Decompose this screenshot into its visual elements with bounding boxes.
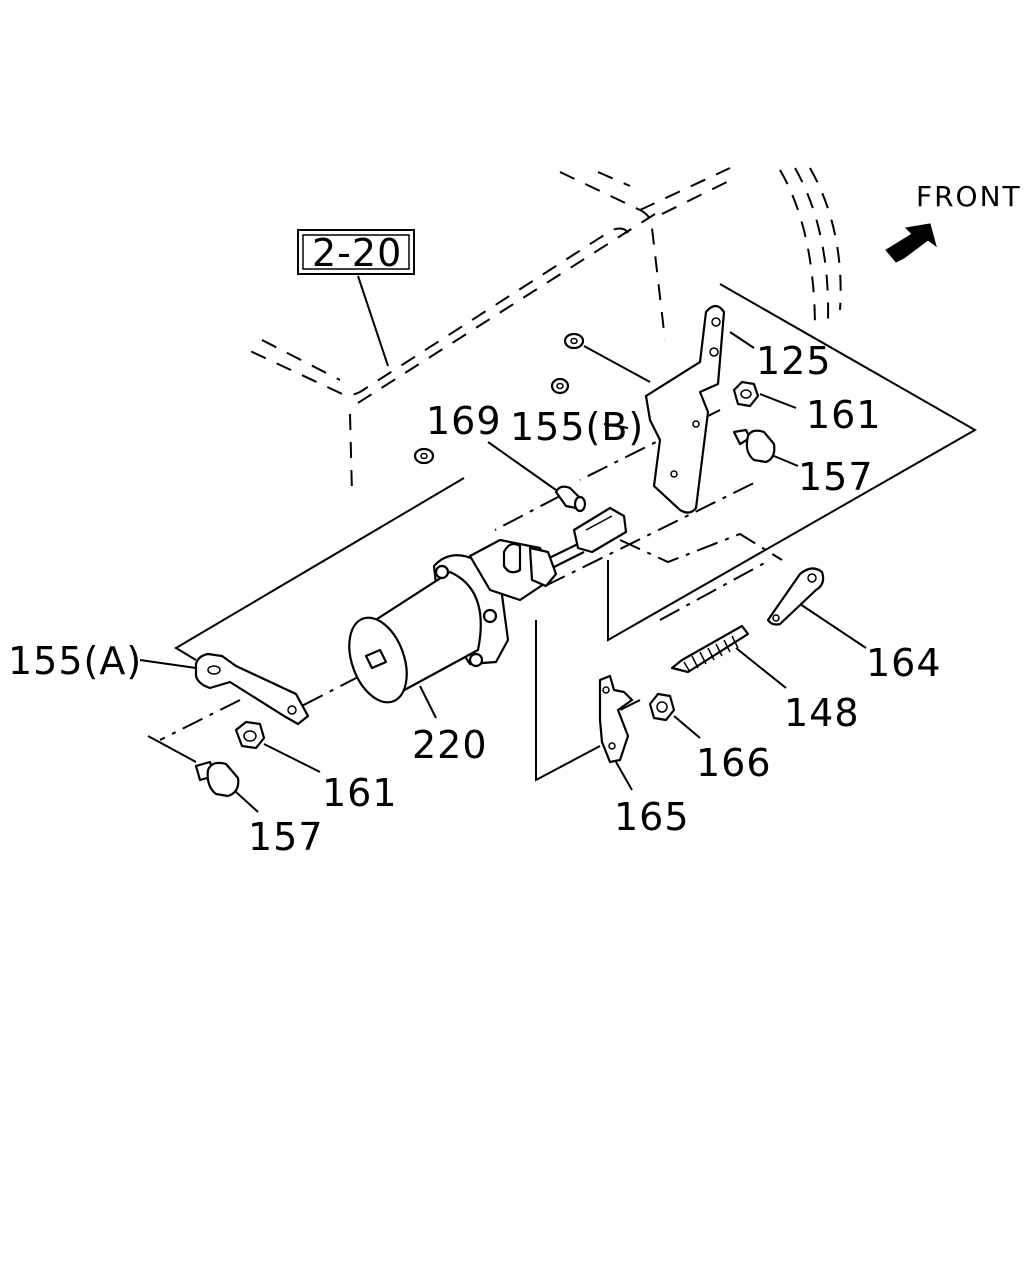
bracket-165 <box>598 674 634 791</box>
booster-cylinder-220 <box>348 538 558 719</box>
callout-164: 164 <box>866 641 942 685</box>
bracket-125 <box>603 304 755 514</box>
callout-161-top: 161 <box>806 393 882 437</box>
pin-169 <box>487 441 587 513</box>
bolt-157-bottom <box>194 760 259 813</box>
callout-161-bottom: 161 <box>322 771 398 815</box>
front-label: FRONT <box>916 180 1022 213</box>
lever-164 <box>766 567 867 649</box>
callout-148: 148 <box>784 691 860 735</box>
reference-box: 2-20 <box>297 229 415 367</box>
bracket-155a <box>139 652 310 726</box>
arrow-icon <box>885 223 937 263</box>
washer-icon <box>563 332 585 350</box>
callout-155a: 155(A) <box>8 639 142 683</box>
callout-155b: 155(B) <box>510 405 644 449</box>
front-indicator: FRONT <box>885 180 1022 263</box>
callout-157-top: 157 <box>798 455 874 499</box>
spring-148 <box>670 624 787 689</box>
callout-165: 165 <box>614 795 690 839</box>
washer-parts <box>413 332 651 465</box>
bolt-157-top <box>732 428 799 467</box>
reference-box-label: 2-20 <box>312 231 402 275</box>
chassis-outline <box>247 167 842 495</box>
washer-icon <box>550 377 570 395</box>
nut-161-bottom <box>234 720 321 773</box>
callout-166: 166 <box>696 741 772 785</box>
callout-labels: 125 161 157 169 155(B) 164 155(A) 148 22… <box>8 339 942 859</box>
callout-220: 220 <box>412 723 488 767</box>
callout-157-bottom: 157 <box>248 815 324 859</box>
assembly-lines <box>147 283 978 782</box>
callout-125: 125 <box>756 339 832 383</box>
clevis-rod <box>544 506 628 571</box>
callout-169: 169 <box>426 399 502 443</box>
nut-161-top <box>732 380 797 409</box>
nut-166 <box>648 692 701 739</box>
washer-icon <box>413 447 435 465</box>
